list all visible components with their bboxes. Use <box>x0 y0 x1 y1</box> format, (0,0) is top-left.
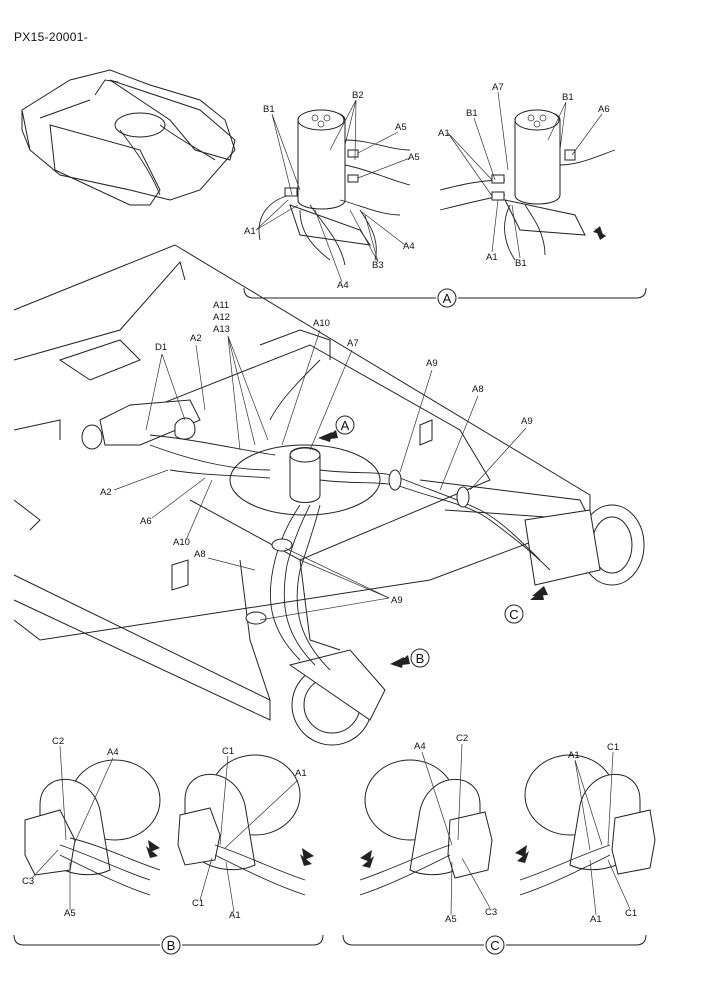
label-c-c2: C2 <box>456 733 468 744</box>
label-b-c1-bottom: C1 <box>192 898 204 909</box>
label-b-a5: A5 <box>64 908 76 919</box>
label-a-b3: B3 <box>372 260 384 271</box>
label-c-a5: A5 <box>445 914 457 925</box>
label-a-b1: B1 <box>263 104 275 115</box>
view-a-right-detail <box>439 109 616 261</box>
direction-arrow-icon <box>593 226 606 240</box>
view-c-labels: A4 C2 A5 C3 A1 C1 A1 C1 <box>414 733 637 925</box>
label-a-a4-right: A4 <box>403 241 415 252</box>
main-view-markers: A B C <box>318 415 548 668</box>
view-b-labels: C2 A4 C3 A5 C1 A1 C1 A1 <box>22 736 307 921</box>
label-m-a2-left: A2 <box>100 487 112 498</box>
main-marker-b: B <box>416 651 425 666</box>
direction-arrow-icon <box>300 848 314 866</box>
label-m-a9-right: A9 <box>521 416 533 427</box>
label-m-d1: D1 <box>155 342 167 353</box>
label-a-a1: A1 <box>244 226 256 237</box>
label-m-a6: A6 <box>140 516 152 527</box>
label-m-a10-bottom: A10 <box>173 537 190 548</box>
label-c-a4: A4 <box>414 741 426 752</box>
label-ar-b1-bottom: B1 <box>515 258 527 269</box>
main-view-labels: A11 A12 A13 A10 A7 D1 A2 A9 A8 A9 A2 A6 … <box>100 300 533 621</box>
label-b-a1-bottom: A1 <box>229 910 241 921</box>
view-a-left-detail <box>258 109 411 266</box>
direction-arrow-icon <box>390 655 410 668</box>
direction-arrow-icon <box>360 850 374 868</box>
label-a-b2: B2 <box>352 90 364 101</box>
label-b-a1-top: A1 <box>295 768 307 779</box>
view-b-bracket: B <box>13 934 324 955</box>
label-ar-b1-top: B1 <box>562 92 574 103</box>
label-m-a2-top: A2 <box>190 333 202 344</box>
label-c-c1-bottom: C1 <box>625 908 637 919</box>
view-c-right-detail <box>515 754 656 896</box>
view-b-right-detail <box>177 754 314 896</box>
label-m-a9-top: A9 <box>426 358 438 369</box>
label-a-a4-bottom: A4 <box>337 280 349 291</box>
direction-arrow-icon <box>318 430 338 442</box>
label-m-a11: A11 <box>213 300 229 311</box>
view-b-left-detail <box>24 759 161 896</box>
label-b-c2: C2 <box>52 736 64 747</box>
label-ar-a6: A6 <box>598 104 610 115</box>
label-ar-a1-left: A1 <box>438 128 450 139</box>
label-m-a8-right: A8 <box>472 384 484 395</box>
view-a-labels: B1 B2 A5 A5 A1 A4 B3 A4 A7 B1 B1 A6 A1 A… <box>244 82 610 291</box>
page-code: PX15-20001- <box>14 30 89 44</box>
label-c-a1-top: A1 <box>568 750 580 761</box>
label-m-a9-bottom: A9 <box>391 595 403 606</box>
label-m-a10-top: A10 <box>313 318 330 329</box>
direction-arrow-icon <box>530 586 548 600</box>
label-b-a4: A4 <box>107 747 119 758</box>
label-ar-a7: A7 <box>492 82 504 93</box>
label-m-a7: A7 <box>347 338 359 349</box>
view-a-marker: A <box>443 291 452 306</box>
view-b-marker: B <box>167 938 176 953</box>
main-undercarriage <box>13 244 645 746</box>
label-ar-b1-left: B1 <box>466 108 478 119</box>
view-c-bracket: C <box>342 934 647 955</box>
label-b-c3: C3 <box>22 876 34 887</box>
direction-arrow-icon <box>515 845 529 863</box>
label-m-a13: A13 <box>213 324 230 335</box>
label-c-c3: C3 <box>485 907 497 918</box>
label-c-c1-top: C1 <box>607 742 619 753</box>
label-a-a5-upper: A5 <box>395 122 407 133</box>
main-marker-a: A <box>341 418 350 433</box>
excavator-overview-icon <box>21 69 236 206</box>
label-c-a1-bottom: A1 <box>590 914 602 925</box>
view-a-bracket: A <box>243 287 647 308</box>
label-m-a12: A12 <box>213 312 230 323</box>
label-a-a5-lower: A5 <box>408 152 420 163</box>
view-c-left-detail <box>359 759 493 896</box>
main-marker-c: C <box>509 607 518 622</box>
label-ar-a1-bottom: A1 <box>486 252 498 263</box>
direction-arrow-icon <box>146 840 160 858</box>
label-b-c1-top: C1 <box>222 746 234 757</box>
label-m-a8-left: A8 <box>194 549 206 560</box>
view-c-marker: C <box>490 938 499 953</box>
